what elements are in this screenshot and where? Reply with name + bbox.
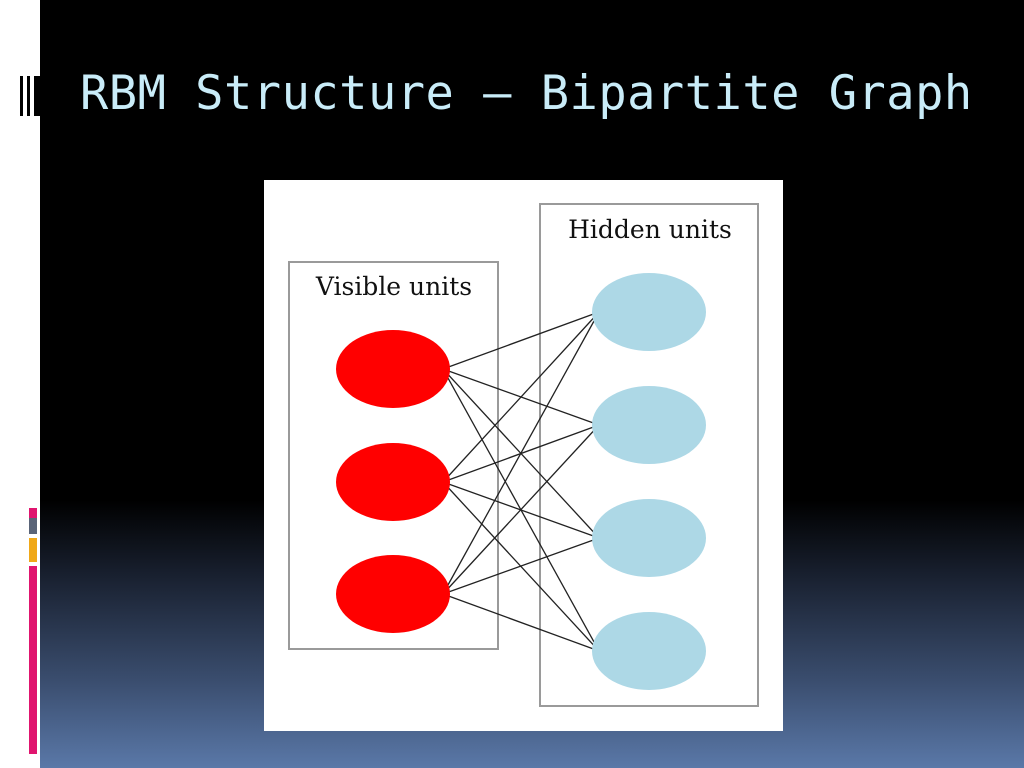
hidden-units-box (539, 203, 759, 707)
visible-unit-1 (336, 330, 450, 408)
edge-v3-h1 (442, 311, 600, 595)
visible-unit-3 (336, 555, 450, 633)
hidden-unit-1 (592, 273, 706, 351)
hidden-unit-3 (592, 499, 706, 577)
accent-bar-pink-top (29, 508, 37, 518)
unit-nodes (336, 273, 706, 690)
slide-title: RBM Structure – Bipartite Graph (80, 66, 973, 121)
connection-edges (442, 311, 600, 652)
rbm-bipartite-diagram: Visible units Hidden units (288, 203, 759, 707)
edge-v3-h3 (442, 537, 600, 595)
edge-v3-h2 (442, 424, 600, 595)
accent-bar-orange (29, 538, 37, 562)
title-bars-decoration (20, 76, 40, 116)
hidden-units-label: Hidden units (568, 215, 732, 244)
accent-bar-pink (29, 566, 37, 754)
hidden-unit-2 (592, 386, 706, 464)
rbm-figure: Visible units Hidden units (264, 180, 783, 731)
edge-v1-h1 (442, 311, 600, 370)
accent-bar-gray (29, 518, 37, 534)
visible-unit-2 (336, 443, 450, 521)
visible-units-box (288, 261, 499, 650)
hidden-unit-4 (592, 612, 706, 690)
edge-v2-h1 (442, 311, 600, 483)
edge-v3-h4 (442, 593, 600, 652)
visible-units-label: Visible units (315, 272, 472, 301)
